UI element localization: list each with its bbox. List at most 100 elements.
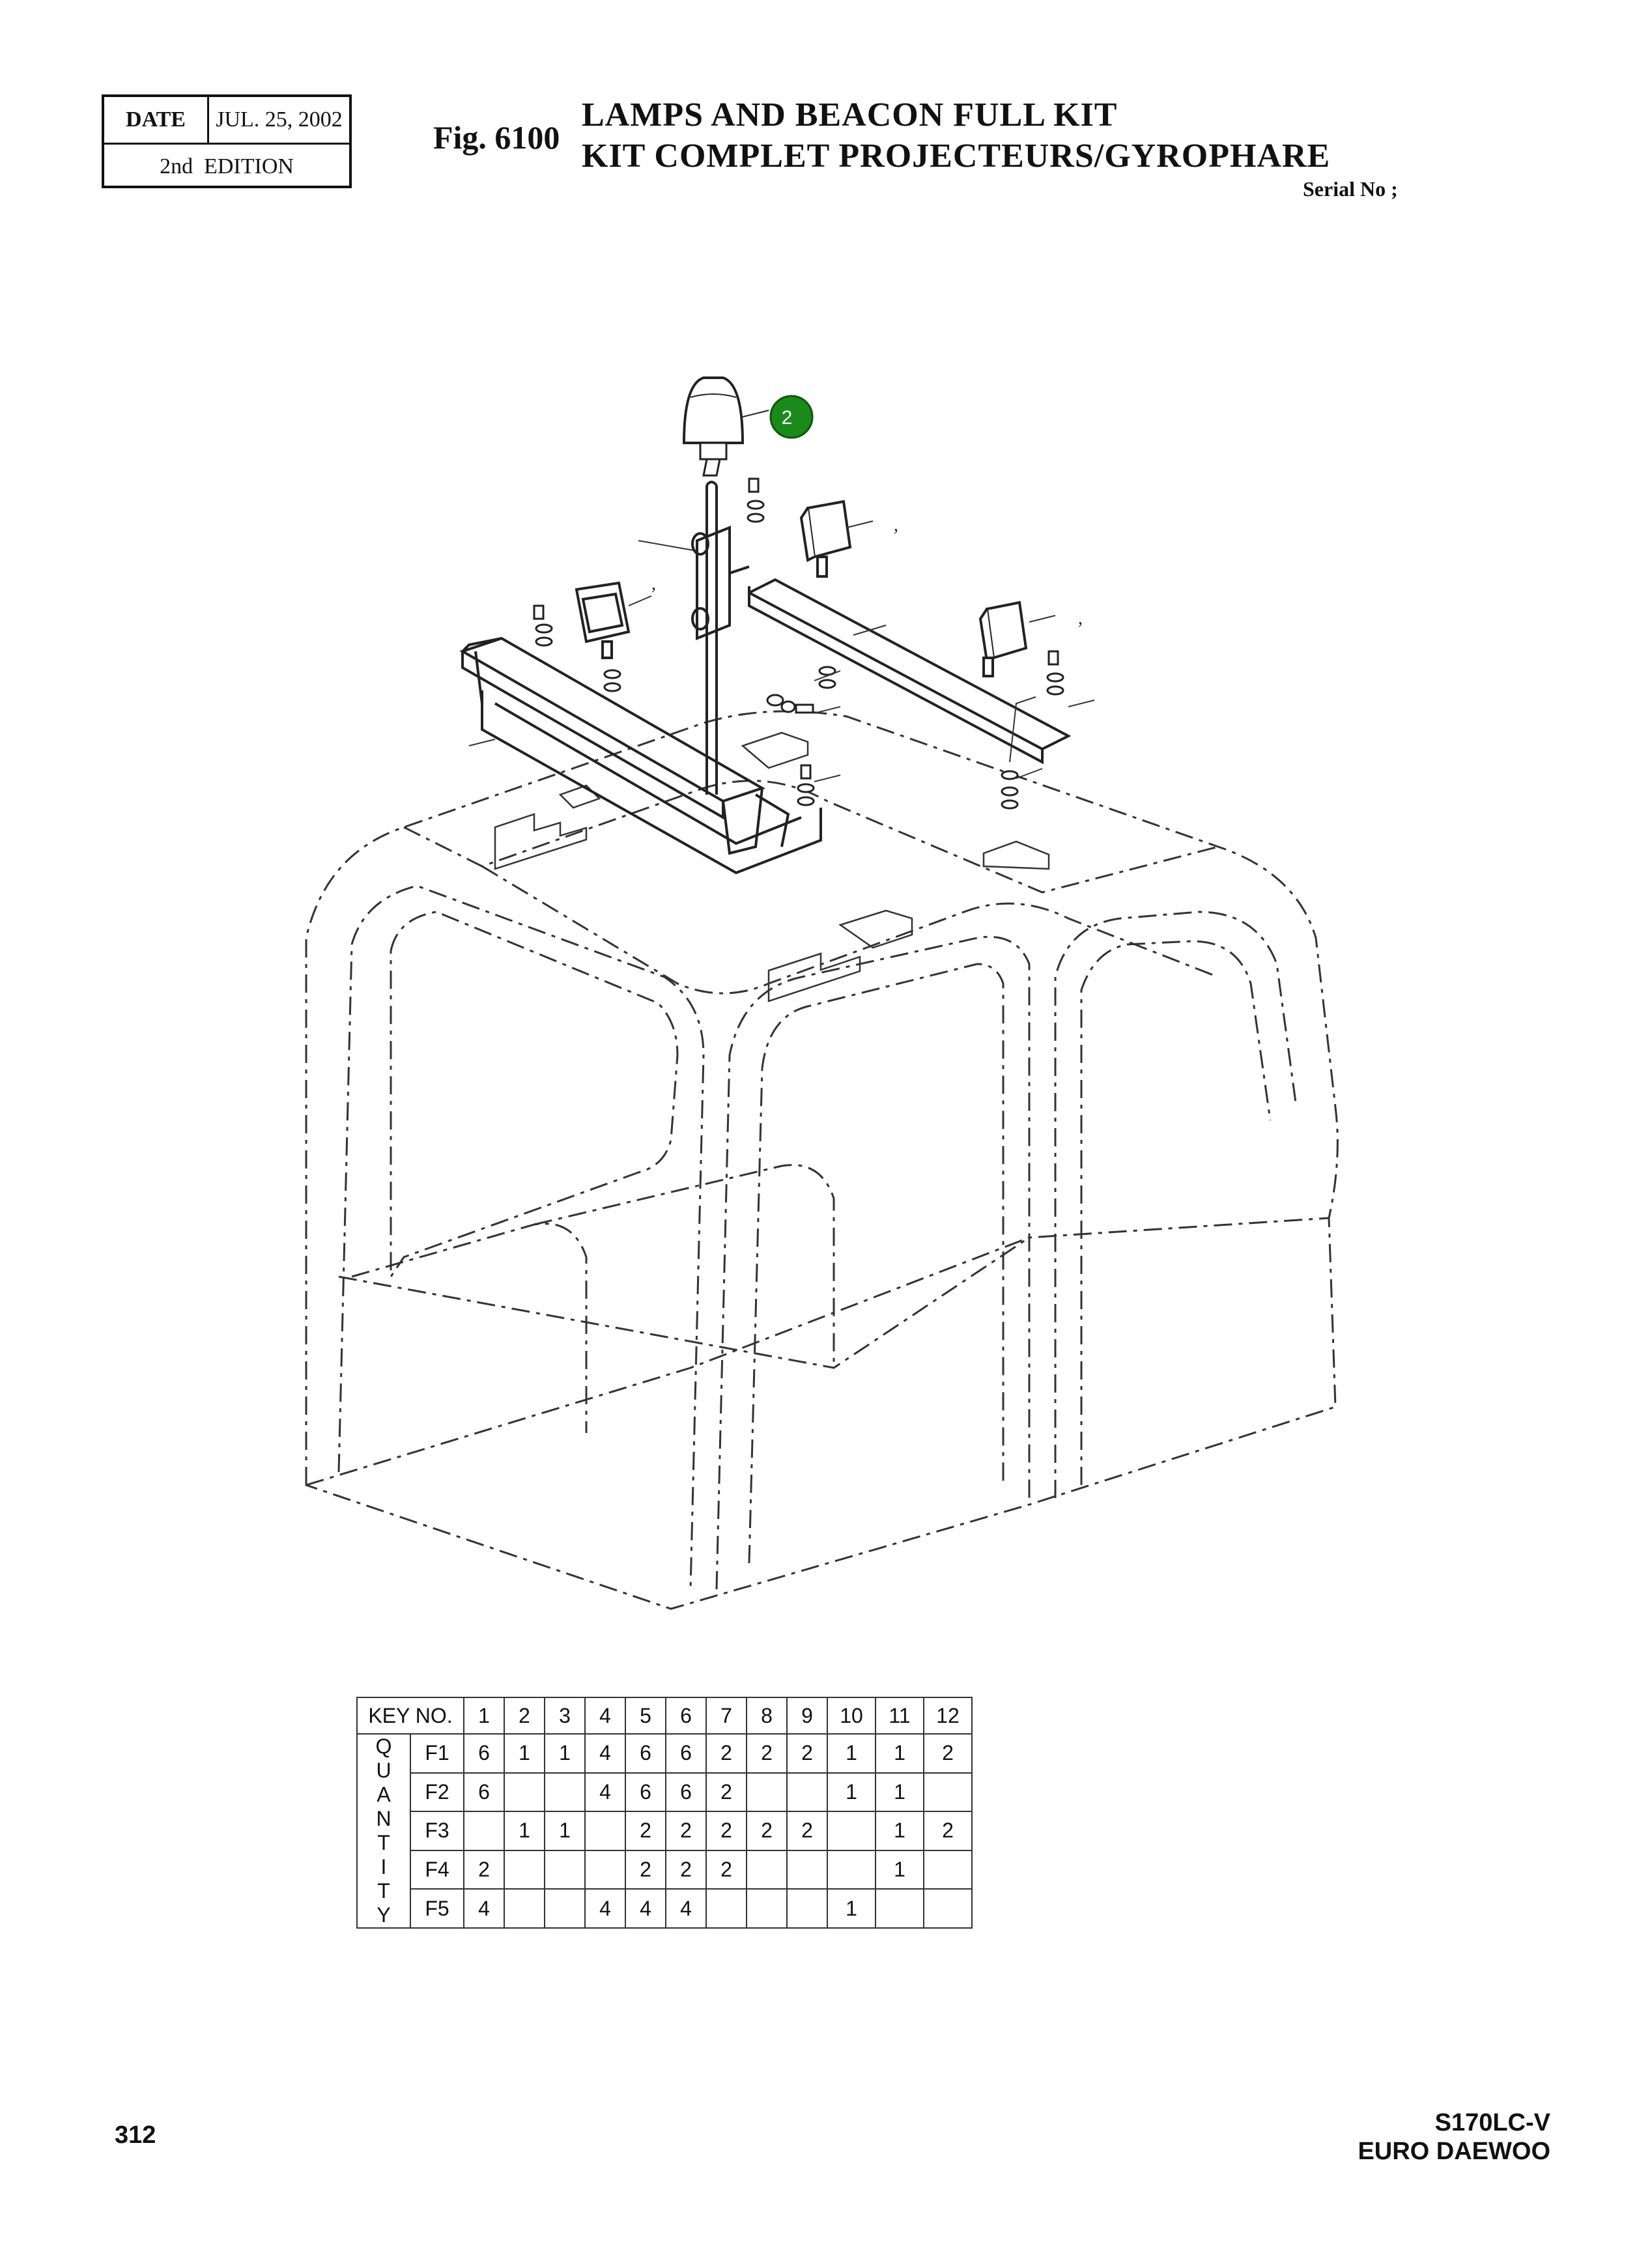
table-cell: 4 (584, 1772, 626, 1813)
quantity-letter: U (376, 1759, 392, 1782)
table-cell (746, 1849, 788, 1890)
callout-number: 2 (782, 407, 793, 429)
quantity-letter: I (380, 1855, 387, 1878)
beacon-lamp (682, 376, 769, 477)
table-header-row: KEY NO. 1 2 3 4 5 6 7 8 9 10 11 12 (356, 1697, 973, 1735)
date-label: DATE (104, 97, 209, 143)
column-header: 12 (923, 1697, 973, 1735)
table-cell: 2 (786, 1811, 828, 1851)
column-header: 10 (827, 1697, 876, 1735)
title-english: LAMPS AND BEACON FULL KIT (582, 96, 1118, 134)
quantity-letter: T (377, 1879, 390, 1903)
row-label: F4 (410, 1849, 464, 1890)
table-cell (786, 1849, 828, 1890)
table-cell: 2 (665, 1811, 707, 1851)
table-cell: 1 (875, 1772, 924, 1813)
fasteners (533, 477, 1064, 810)
table-cell (923, 1772, 973, 1813)
key-no-header: KEY NO. (356, 1697, 464, 1735)
table-cell: 6 (665, 1733, 707, 1774)
table-cell (705, 1888, 747, 1929)
table-cell (544, 1888, 586, 1929)
table-cell: 2 (665, 1849, 707, 1890)
front-light-bar (459, 636, 822, 875)
table-cell: 1 (827, 1733, 876, 1774)
column-header: 11 (875, 1697, 924, 1735)
table-cell: 6 (463, 1772, 505, 1813)
table-cell: 4 (625, 1888, 666, 1929)
table-cell: 2 (705, 1772, 747, 1813)
annotation-mark: , (1078, 608, 1083, 629)
rear-light-bar (748, 578, 1072, 765)
table-cell (827, 1811, 876, 1851)
column-header: 9 (786, 1697, 828, 1735)
table-cell (923, 1849, 973, 1890)
table-cell: 1 (827, 1772, 876, 1813)
leader-lines (468, 520, 1095, 782)
model-block: S170LC-V EURO DAEWOO (1358, 2108, 1550, 2166)
row-label: F3 (410, 1811, 464, 1851)
table-cell (463, 1811, 505, 1851)
column-header: 7 (705, 1697, 747, 1735)
quantity-letter: A (377, 1783, 391, 1806)
figure-number: Fig. 6100 (433, 119, 560, 156)
column-header: 6 (665, 1697, 707, 1735)
cab-outline (305, 710, 1339, 1610)
column-header: 8 (746, 1697, 788, 1735)
column-header: 1 (463, 1697, 505, 1735)
table-cell: 2 (746, 1811, 788, 1851)
table-cell (827, 1849, 876, 1890)
date-row: DATE JUL. 25, 2002 (104, 97, 349, 145)
column-header: 4 (584, 1697, 626, 1735)
table-cell: 2 (705, 1811, 747, 1851)
table-cell: 1 (504, 1811, 545, 1851)
row-label: F1 (410, 1733, 464, 1774)
table-cell: 4 (463, 1888, 505, 1929)
table-cell: 2 (625, 1849, 666, 1890)
table-row: F2 6 4 6 6 2 1 1 (357, 1772, 973, 1813)
table-cell: 1 (875, 1849, 924, 1890)
date-value: JUL. 25, 2002 (216, 107, 343, 132)
table-cell: 6 (463, 1733, 505, 1774)
table-cell (504, 1888, 545, 1929)
maker-name: EURO DAEWOO (1358, 2138, 1550, 2165)
table-cell: 2 (705, 1733, 747, 1774)
quantity-letter: N (376, 1807, 392, 1830)
column-header: 5 (625, 1697, 666, 1735)
table-cell: 2 (463, 1849, 505, 1890)
table-cell: 2 (786, 1733, 828, 1774)
callout-balloon-2 (769, 395, 814, 439)
table-cell: 2 (923, 1733, 973, 1774)
table-cell: 1 (875, 1811, 924, 1851)
table-cell: 2 (705, 1849, 747, 1890)
table-cell: 4 (665, 1888, 707, 1929)
roof-brackets (494, 731, 1050, 1002)
table-cell (504, 1772, 545, 1813)
table-cell: 4 (584, 1733, 626, 1774)
table-cell (584, 1811, 626, 1851)
row-label: F2 (410, 1772, 464, 1813)
work-lamps (575, 500, 1028, 677)
table-row: F4 2 2 2 2 1 (357, 1849, 973, 1890)
quantity-letter: Y (377, 1903, 391, 1927)
quantity-letter: T (377, 1831, 390, 1854)
table-cell: 1 (827, 1888, 876, 1929)
table-cell (504, 1849, 545, 1890)
page-number: 312 (115, 2121, 156, 2149)
table-cell: 1 (544, 1811, 586, 1851)
annotation-mark: , (651, 574, 656, 594)
table-cell: 4 (584, 1888, 626, 1929)
table-cell (875, 1888, 924, 1929)
serial-number-label: Serial No ; (1303, 177, 1398, 201)
table-cell: 1 (875, 1733, 924, 1774)
title-french: KIT COMPLET PROJECTEURS/GYROPHARE (582, 137, 1331, 175)
table-cell: 1 (544, 1733, 586, 1774)
column-header: 2 (504, 1697, 545, 1735)
date-edition-box: DATE JUL. 25, 2002 2nd EDITION (102, 94, 352, 188)
beacon-pole (691, 481, 750, 795)
table-cell: 2 (923, 1811, 973, 1851)
column-header: 3 (544, 1697, 586, 1735)
annotation-mark: , (894, 515, 898, 535)
